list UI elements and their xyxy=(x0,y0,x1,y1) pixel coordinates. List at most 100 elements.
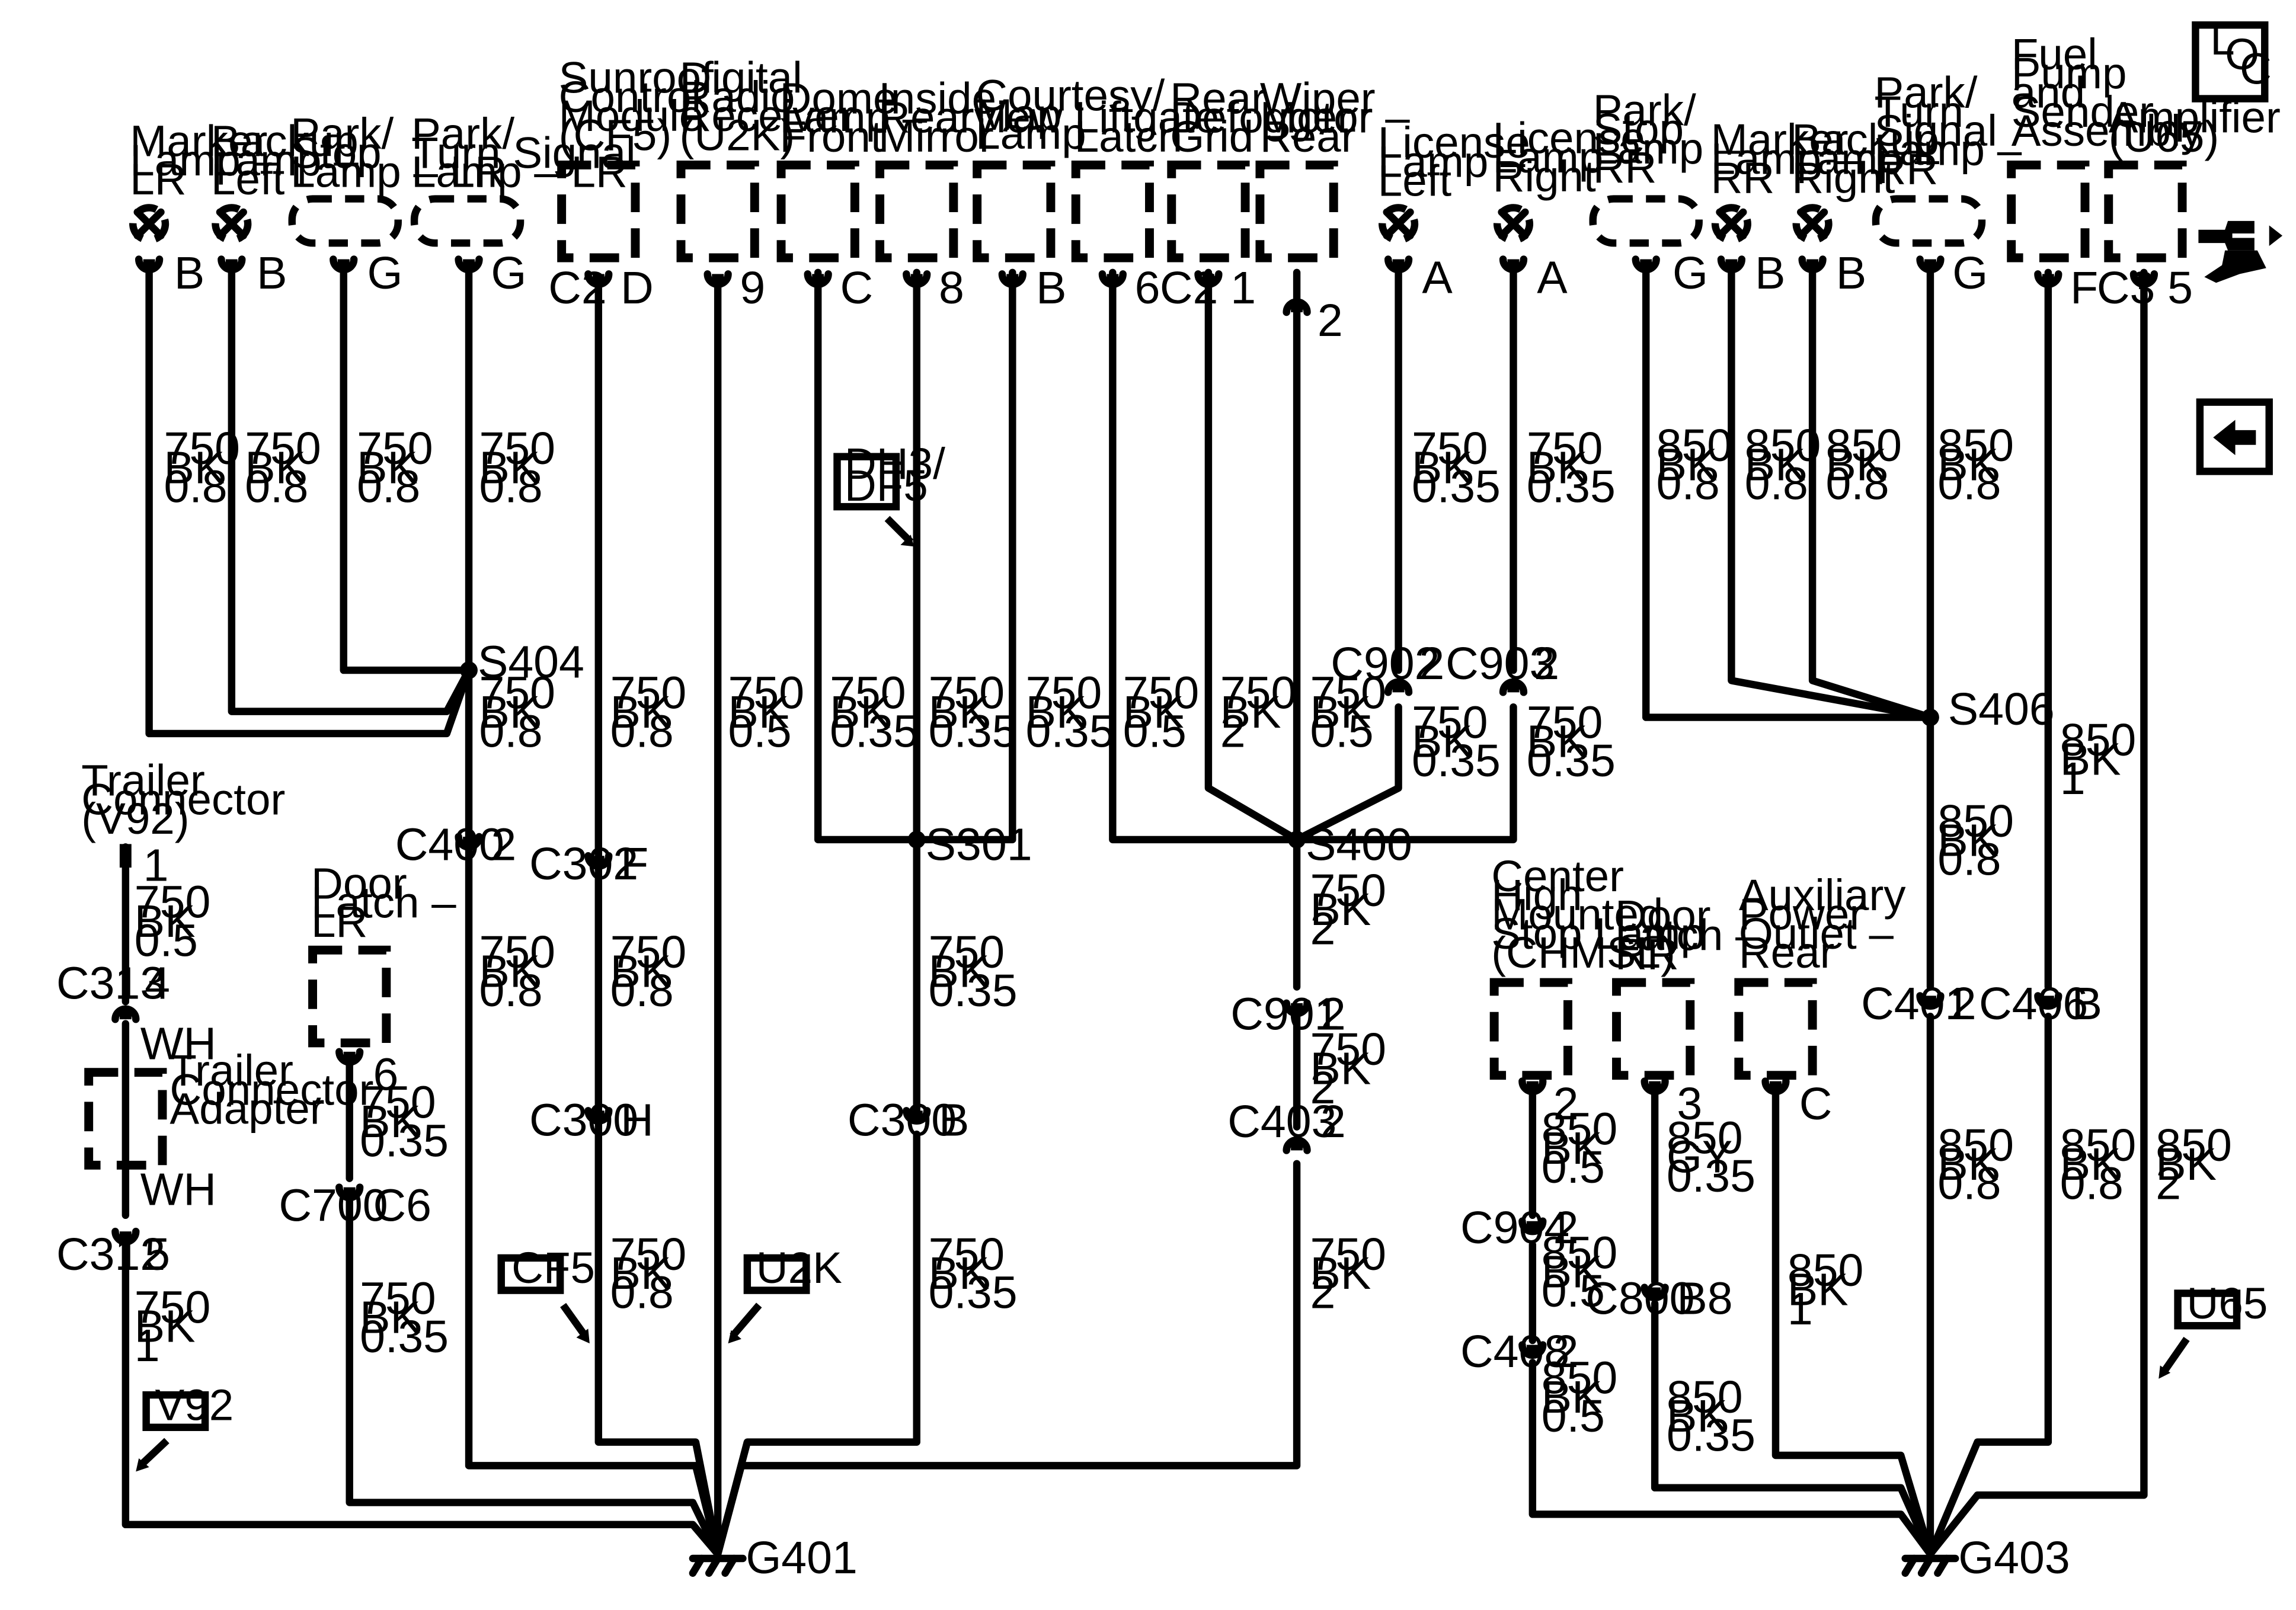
svg-text:C800: C800 xyxy=(1585,1273,1694,1324)
svg-text:B: B xyxy=(1755,248,1785,299)
svg-text:C903: C903 xyxy=(1446,638,1555,689)
svg-text:750BK0.5: 750BK0.5 xyxy=(135,877,211,966)
svg-text:C2: C2 xyxy=(1160,263,1218,313)
svg-text:750BK0.8: 750BK0.8 xyxy=(479,927,555,1016)
svg-text:G: G xyxy=(1673,248,1708,299)
svg-text:2: 2 xyxy=(1534,638,1559,689)
svg-text:F: F xyxy=(621,838,648,889)
svg-text:U65: U65 xyxy=(2187,1278,2268,1328)
svg-text:S406: S406 xyxy=(1948,684,2055,735)
svg-text:850BK0.8: 850BK0.8 xyxy=(1825,420,1902,510)
label-park-stop-lamp-lr: Park/StopLamp – LR xyxy=(290,108,507,197)
svg-text:C: C xyxy=(1799,1078,1833,1129)
svg-text:750BK2: 750BK2 xyxy=(1220,668,1297,757)
svg-text:750BK1: 750BK1 xyxy=(135,1282,211,1371)
svg-text:750BK0.35: 750BK0.35 xyxy=(1026,668,1115,757)
label-park-turn-lamp-lr: Park/Turn SignalLamp – LR xyxy=(411,108,636,197)
label-amplifier: Amplifier(U65) xyxy=(2109,92,2281,161)
svg-text:850GY0.35: 850GY0.35 xyxy=(1667,1112,1755,1202)
splice-s400-dot xyxy=(1288,831,1306,849)
label-chmsl: CenterHighMountedStop Lamp(CHMSL) xyxy=(1491,851,1705,977)
svg-text:8: 8 xyxy=(939,263,964,313)
svg-text:2: 2 xyxy=(1320,1096,1346,1147)
svg-text:9: 9 xyxy=(740,263,765,313)
back-arrow-icon[interactable] xyxy=(2196,398,2273,475)
svg-text:C700: C700 xyxy=(279,1180,388,1231)
svg-text:DF5: DF5 xyxy=(845,460,928,510)
svg-text:C300: C300 xyxy=(848,1095,957,1146)
svg-text:WH: WH xyxy=(140,1164,216,1215)
svg-text:H: H xyxy=(621,1095,654,1146)
svg-text:750BK0.35: 750BK0.35 xyxy=(929,927,1018,1016)
svg-text:DH3/: DH3/ xyxy=(845,438,945,488)
svg-text:850BK0.5: 850BK0.5 xyxy=(1542,1103,1618,1193)
label-inside-mirror: InsideRearviewMirror xyxy=(878,73,1063,161)
svg-text:C403: C403 xyxy=(1227,1096,1336,1147)
harness-icon[interactable] xyxy=(2198,220,2283,283)
svg-text:850BK0.5: 850BK0.5 xyxy=(1542,1227,1618,1317)
svg-text:G401: G401 xyxy=(746,1532,857,1583)
loc-icon[interactable]: L O C xyxy=(2192,14,2272,103)
label-trailer-adapter: TrailerConnectorAdapter xyxy=(170,1045,373,1134)
svg-text:C: C xyxy=(840,263,873,313)
svg-text:750BK0.5: 750BK0.5 xyxy=(1310,668,1386,757)
svg-text:750BK2: 750BK2 xyxy=(1310,865,1386,955)
svg-text:1: 1 xyxy=(1230,263,1256,313)
svg-text:750BK0.35: 750BK0.35 xyxy=(1412,423,1501,513)
svg-text:C406: C406 xyxy=(1979,978,2088,1029)
svg-text:L: L xyxy=(2210,14,2234,64)
option-tag-cf5[interactable]: CF5 xyxy=(497,1243,595,1344)
svg-text:O: O xyxy=(2225,29,2259,79)
svg-text:750BK0.35: 750BK0.35 xyxy=(929,1229,1018,1318)
svg-text:C3: C3 xyxy=(2097,263,2156,313)
label-park-stop-lamp-rr: Park/StopLamp –RR xyxy=(1593,85,1741,192)
svg-text:B: B xyxy=(257,248,287,299)
svg-text:C401: C401 xyxy=(1861,978,1970,1029)
svg-text:750BK0.35: 750BK0.35 xyxy=(1412,697,1501,786)
svg-text:A: A xyxy=(1422,252,1453,303)
svg-text:2: 2 xyxy=(1419,638,1444,689)
label-park-turn-lamp-rr: Park/TurnSignalLamp –RR xyxy=(1875,67,2022,193)
option-tag-v92[interactable]: V92 xyxy=(136,1379,234,1472)
svg-text:B: B xyxy=(1836,248,1866,299)
svg-text:S400: S400 xyxy=(1306,820,1412,870)
svg-text:750BK0.8: 750BK0.8 xyxy=(357,423,433,513)
label-marker-lamp-rr: MarkerLamp –RR xyxy=(1711,114,1859,203)
svg-text:C313: C313 xyxy=(56,958,165,1009)
svg-text:750BK0.8: 750BK0.8 xyxy=(610,927,687,1016)
svg-text:G: G xyxy=(367,248,403,299)
label-dome-lamp: DomeLamp –Front xyxy=(780,73,928,161)
svg-text:S404: S404 xyxy=(478,636,584,687)
label-fuel-pump: FuelPumpandSenderAssembly xyxy=(2012,29,2204,155)
svg-text:850BK2: 850BK2 xyxy=(2156,1120,2232,1209)
svg-text:750BK0.5: 750BK0.5 xyxy=(1123,668,1200,757)
svg-text:CF5: CF5 xyxy=(511,1243,595,1292)
svg-text:750BK0.5: 750BK0.5 xyxy=(728,668,805,757)
svg-text:C302: C302 xyxy=(529,838,638,889)
svg-text:750BK0.35: 750BK0.35 xyxy=(360,1077,449,1167)
svg-text:2: 2 xyxy=(1553,1326,1579,1377)
svg-text:750BK0.35: 750BK0.35 xyxy=(929,668,1018,757)
label-backup-lamp-left: BackupLamp –Left xyxy=(211,116,359,204)
svg-text:3: 3 xyxy=(1677,1078,1702,1129)
label-license-left: LicenseLamp –Left xyxy=(1378,117,1530,206)
svg-text:850BK1: 850BK1 xyxy=(2060,715,2137,804)
wire-paths xyxy=(121,268,2148,1558)
svg-text:2: 2 xyxy=(1951,978,1977,1029)
option-tag-u2k[interactable]: U2K xyxy=(728,1243,842,1344)
svg-text:850BK0.8: 850BK0.8 xyxy=(1937,420,2014,510)
svg-text:750BK0.35: 750BK0.35 xyxy=(1527,697,1616,786)
svg-text:1: 1 xyxy=(143,840,169,891)
svg-text:C904: C904 xyxy=(1460,1202,1569,1253)
splice-s301-dot xyxy=(907,831,926,849)
connector-labels: C313 C312 C700 C400 C302 C300 C300 C901 … xyxy=(56,636,2088,1583)
svg-text:750BK0.8: 750BK0.8 xyxy=(610,1229,687,1318)
pin-labels: B B G G C2 D 9 C 8 B 6 C2 1 2 A A G B B … xyxy=(140,248,2193,1377)
svg-text:2: 2 xyxy=(1553,1202,1579,1253)
svg-text:850BK1: 850BK1 xyxy=(1787,1245,1864,1334)
option-tag-dh3-df5[interactable]: DH3/ DF5 xyxy=(833,438,945,547)
svg-text:S301: S301 xyxy=(926,820,1032,870)
option-tag-u65[interactable]: U65 xyxy=(2159,1278,2268,1379)
svg-text:750BK0.35: 750BK0.35 xyxy=(830,668,919,757)
svg-text:G403: G403 xyxy=(1958,1532,2070,1583)
